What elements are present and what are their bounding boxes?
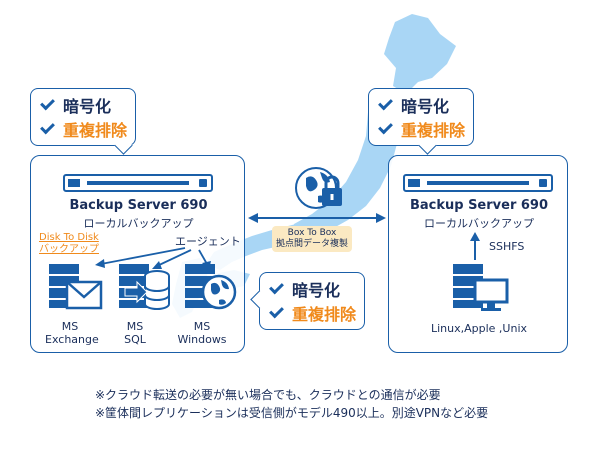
check-icon — [269, 279, 284, 295]
note-replication-requirement: ※筐体間レプリケーションは受信側がモデル490以上。別途VPNなど必要 — [95, 406, 489, 420]
box-to-box-label: Box To Box 拠点間データ複製 — [272, 226, 353, 252]
server-monitor-icon — [453, 264, 509, 311]
dedup-label: 重複排除 — [63, 121, 128, 140]
backup-server-icon — [63, 174, 213, 192]
box-to-box-subtitle: 拠点間データ複製 — [276, 239, 349, 249]
sshfs-arrow — [470, 232, 480, 260]
server-title: Backup Server 690 — [409, 198, 549, 213]
left-feature-bubble: 暗号化 重複排除 — [30, 88, 136, 155]
dedup-label: 重複排除 — [401, 121, 466, 140]
left-site-panel: Backup Server 690 ローカルバックアップ Disk To Dis… — [30, 155, 245, 353]
server-subtitle: ローカルバックアップ — [83, 217, 194, 230]
server-title: Backup Server 690 — [69, 198, 208, 213]
encryption-label: 暗号化 — [63, 97, 112, 116]
middle-feature-bubble: 暗号化 重複排除 — [250, 272, 365, 330]
backup-server-icon — [403, 174, 553, 192]
client-os-label: Linux,Apple ,Unix — [430, 322, 528, 335]
right-feature-bubble: 暗号化 重複排除 — [368, 88, 474, 155]
database-server-icon — [119, 264, 170, 310]
mail-server-icon — [49, 264, 103, 310]
check-icon — [40, 119, 55, 135]
disk-to-disk-label: Disk To Disk バックアップ — [39, 232, 99, 255]
server-subtitle: ローカルバックアップ — [424, 217, 534, 230]
dedup-label: 重複排除 — [292, 305, 357, 324]
check-icon — [40, 95, 55, 111]
note-cloud-communication: ※クラウド転送の必要が無い場合でも、クラウドとの通信が必要 — [95, 388, 441, 402]
agent-label: エージェント — [175, 235, 241, 248]
globe-lock-icon — [295, 167, 342, 209]
box-to-box-title: Box To Box — [287, 228, 337, 238]
check-icon — [378, 95, 393, 111]
sshfs-label: SSHFS — [489, 240, 525, 253]
check-icon — [269, 303, 284, 319]
encryption-label: 暗号化 — [401, 97, 450, 116]
check-icon — [378, 119, 393, 135]
encryption-label: 暗号化 — [292, 281, 341, 300]
right-site-panel: Backup Server 690 ローカルバックアップ SSHFS Linux… — [388, 155, 568, 353]
globe-server-icon — [185, 264, 237, 310]
